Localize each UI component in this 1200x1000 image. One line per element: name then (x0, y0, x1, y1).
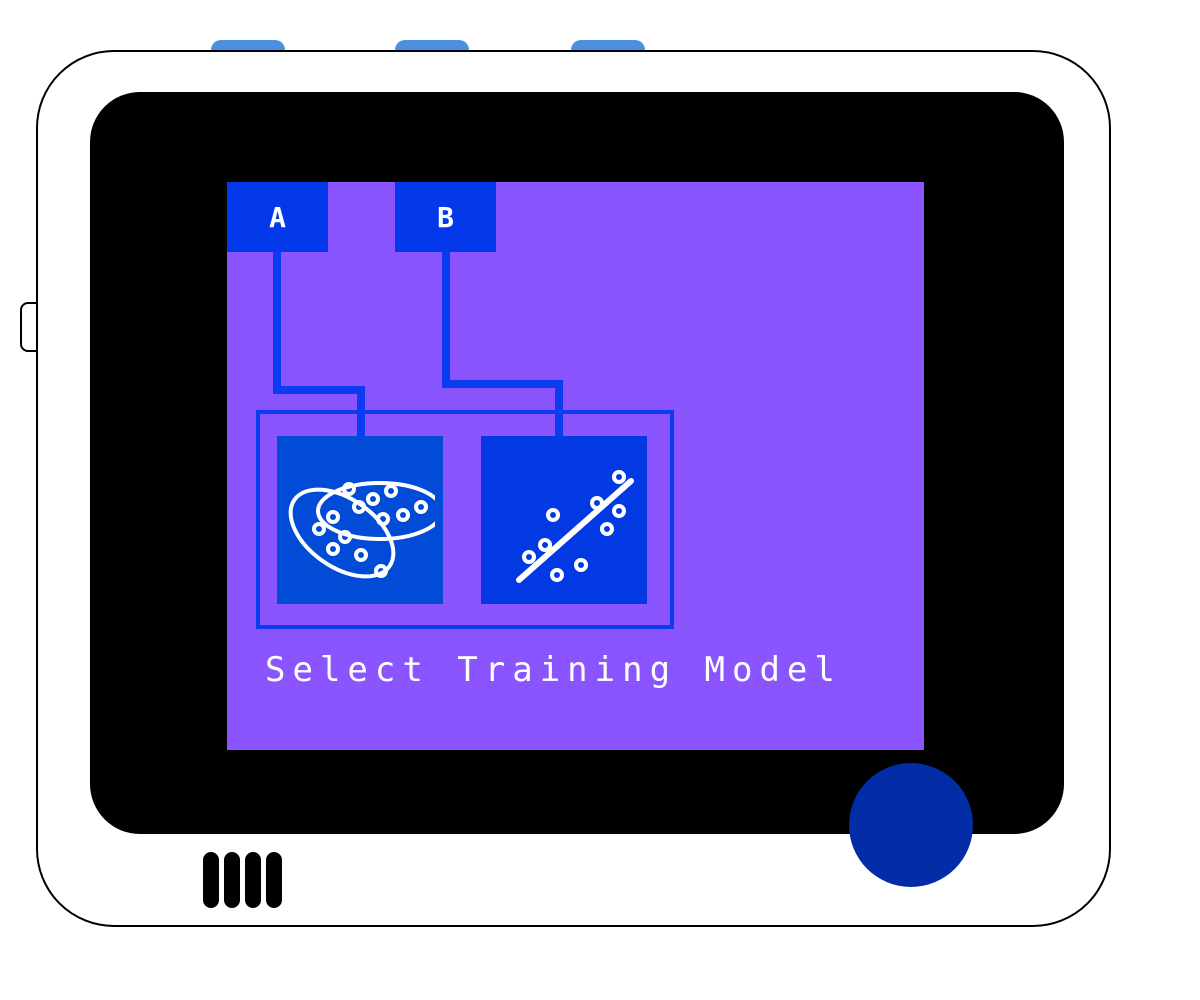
speaker-slot (224, 852, 240, 908)
speaker-grille (203, 852, 282, 908)
button-b-text: B (437, 200, 454, 234)
speaker-slot (203, 852, 219, 908)
device-screen: A B (227, 182, 924, 750)
regression-model-option[interactable] (481, 436, 647, 604)
button-b-label[interactable]: B (395, 182, 496, 252)
home-button[interactable] (849, 763, 973, 887)
model-selection-frame (256, 410, 674, 629)
clustering-icon (288, 481, 435, 579)
regression-icon (516, 470, 634, 583)
connector-a-line (273, 252, 365, 438)
speaker-slot (245, 852, 261, 908)
speaker-slot (266, 852, 282, 908)
button-a-label[interactable]: A (227, 182, 328, 252)
clustering-model-option[interactable] (277, 436, 443, 604)
screen-caption: Select Training Model (265, 650, 842, 690)
button-a-text: A (269, 200, 286, 234)
